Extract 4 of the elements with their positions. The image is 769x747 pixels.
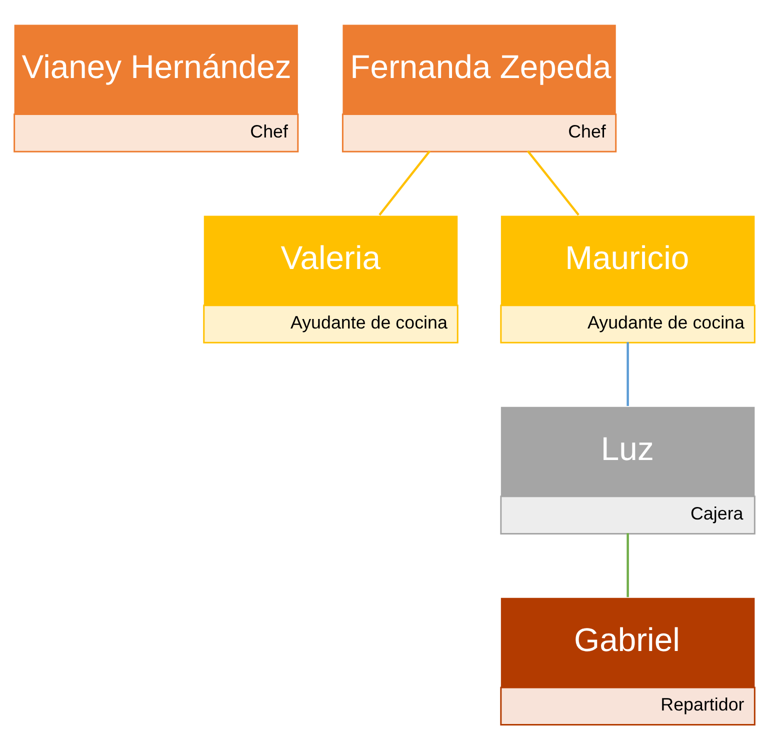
connector [626,532,629,597]
connector [626,342,629,406]
connector [526,150,580,216]
connector [378,150,431,216]
